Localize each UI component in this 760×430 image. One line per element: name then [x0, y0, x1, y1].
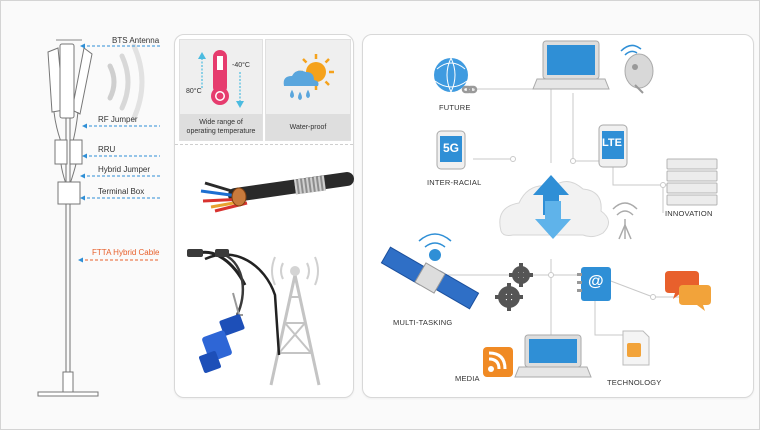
antenna-panels: [47, 43, 93, 119]
label-media: MEDIA: [455, 374, 480, 383]
rru-box: [54, 139, 68, 165]
network-diagram: [380, 40, 718, 378]
waterproof-caption: Water-proof: [266, 114, 350, 140]
label-future: FUTURE: [439, 103, 471, 112]
satellite-dish-icon: [620, 44, 654, 94]
phone-5g-icon: [436, 130, 466, 170]
server-icon: [666, 158, 718, 206]
chat-icon: [665, 271, 711, 311]
cable-icon: [200, 172, 354, 213]
temp-min-label: -40°C: [232, 62, 250, 69]
cloud-icon: [499, 175, 609, 239]
contacts-at: @: [588, 273, 604, 290]
label-bts-antenna: BTS Antenna: [112, 36, 160, 45]
label-hybrid-jumper: Hybrid Jumper: [98, 165, 151, 174]
satellite-icon: [380, 233, 480, 310]
temperature-caption-line2: operating temperature: [186, 128, 256, 135]
temp-max-label: 80°C: [186, 88, 202, 95]
connection-lines: [433, 88, 703, 355]
radio-waves-icon: [107, 43, 145, 121]
network-panel: 5G LTE @ FUTURE INTER-RACIAL INNOVATION …: [362, 34, 754, 398]
features-panel: 80°C -40°C Wide range of operating tempe…: [174, 34, 354, 398]
globe-icon: [434, 57, 478, 94]
label-technology: TECHNOLOGY: [607, 378, 662, 387]
badge-5g: 5G: [443, 141, 460, 155]
label-inter-racial: INTER-RACIAL: [427, 178, 482, 187]
terminal-box: [57, 181, 81, 205]
connector-icon: [187, 249, 321, 386]
temperature-caption-line1: Wide range of: [199, 119, 243, 126]
thermometer-icon: [198, 50, 244, 108]
laptop-icon: [532, 40, 610, 90]
label-innovation: INNOVATION: [665, 209, 713, 218]
tower-icon: [269, 256, 321, 386]
waterproof-tile: Water-proof: [265, 39, 351, 141]
wifi-antenna-icon: [612, 202, 638, 240]
phone-lte-icon: [598, 124, 628, 168]
temperature-tile: 80°C -40°C Wide range of operating tempe…: [179, 39, 263, 141]
label-multi-tasking: MULTI-TASKING: [393, 318, 453, 327]
sim-card-icon: [622, 330, 650, 366]
divider: [175, 144, 353, 145]
label-rru: RRU: [98, 145, 116, 154]
badge-lte: LTE: [602, 137, 622, 149]
label-terminal-box: Terminal Box: [98, 187, 145, 196]
tower-diagram: [37, 39, 160, 397]
rss-icon: [483, 347, 513, 377]
gears-icon: [495, 263, 533, 311]
label-ftta-cable: FTTA Hybrid Cable: [92, 248, 160, 257]
label-rf-jumper: RF Jumper: [98, 115, 138, 124]
temperature-caption: Wide range of operating temperature: [180, 114, 262, 140]
weather-icon: [283, 54, 334, 101]
laptop-icon-bottom: [514, 334, 592, 378]
contacts-icon: [577, 267, 611, 301]
